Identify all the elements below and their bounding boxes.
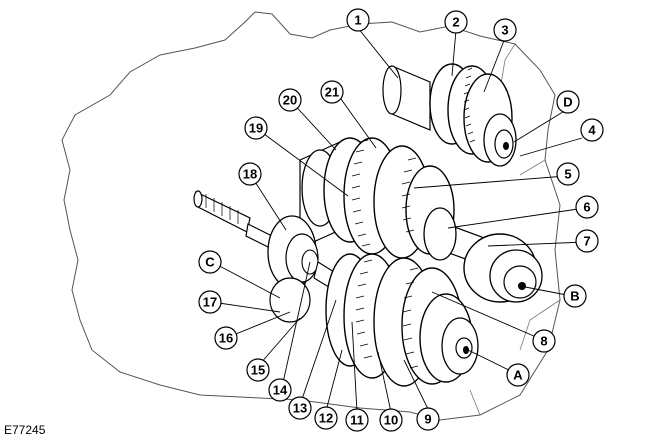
housing-outline [61,11,561,421]
callout-B: B [563,284,587,308]
svg-text:10: 10 [384,413,398,428]
callout-7: 7 [575,229,599,253]
svg-text:12: 12 [319,411,333,426]
callout-6: 6 [575,195,599,219]
svg-text:A: A [513,368,523,383]
svg-text:13: 13 [293,401,307,416]
svg-text:9: 9 [424,412,431,427]
svg-text:7: 7 [583,234,590,249]
callout-17: 17 [198,290,222,314]
housing-inner-edge [469,43,561,416]
svg-text:17: 17 [203,295,217,310]
svg-text:16: 16 [219,331,233,346]
callout-9: 9 [416,407,440,431]
callout-5: 5 [556,162,580,186]
callout-18: 18 [238,162,262,186]
callout-20: 20 [278,88,302,112]
callout-13: 13 [288,396,312,420]
svg-text:3: 3 [501,23,508,38]
svg-text:20: 20 [283,93,297,108]
svg-text:D: D [563,95,572,110]
callout-19: 19 [244,116,268,140]
callout-12: 12 [314,406,338,430]
callout-4: 4 [580,118,604,142]
svg-text:4: 4 [588,123,596,138]
callout-11: 11 [345,408,369,432]
callout-8: 8 [532,329,556,353]
svg-text:21: 21 [325,85,339,100]
upper-gear-cluster [299,63,543,303]
callout-D: D [556,90,580,114]
lower-gear-cluster [267,215,479,387]
svg-text:8: 8 [540,334,547,349]
svg-text:19: 19 [249,121,263,136]
callout-15: 15 [246,358,270,382]
svg-text:2: 2 [452,15,459,30]
callout-A: A [506,363,530,387]
svg-text:6: 6 [583,200,590,215]
svg-text:15: 15 [251,363,265,378]
callout-10: 10 [379,408,403,432]
svg-text:C: C [205,255,215,270]
svg-text:11: 11 [350,413,364,428]
figure-id-label: E77245 [4,423,46,437]
callout-C: C [198,250,222,274]
svg-text:14: 14 [273,383,288,398]
callout-14: 14 [268,378,292,402]
svg-text:1: 1 [354,13,361,28]
callout-1: 1 [346,8,370,32]
callout-21: 21 [320,80,344,104]
svg-text:B: B [570,289,579,304]
callout-3: 3 [493,18,517,42]
svg-text:18: 18 [243,167,257,182]
callout-2: 2 [444,10,468,34]
svg-text:5: 5 [564,167,571,182]
callout-16: 16 [214,326,238,350]
